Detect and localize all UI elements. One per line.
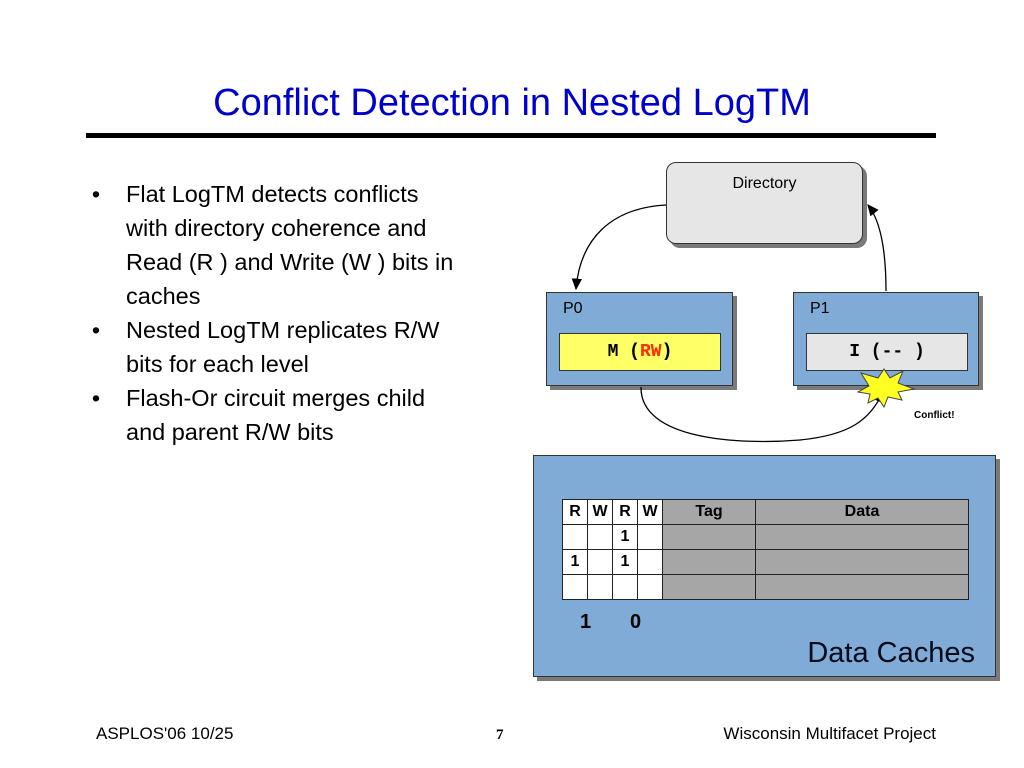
bullet-list: • Flat LogTM detects conflicts with direc… (86, 177, 466, 449)
header-r0: R (612, 499, 638, 525)
bullet-item: • Flash-Or circuit merges child and paren… (86, 381, 466, 449)
p1-label: P1 (810, 300, 830, 317)
cache-header-row: R W R W Tag Data (562, 499, 969, 525)
arrow-p0-to-p1 (640, 386, 884, 443)
table-row: 1 (562, 524, 969, 550)
cell (755, 524, 969, 550)
table-row: 1 1 (562, 549, 969, 575)
p0-state-bits: RW (639, 342, 662, 362)
bullet-text: Flat LogTM detects conflicts with direct… (126, 181, 454, 309)
directory-box: Directory (666, 162, 863, 244)
p0-state-suffix: ) (661, 342, 673, 362)
cell (662, 524, 756, 550)
slide-title: Conflict Detection in Nested LogTM (213, 82, 811, 124)
header-data: Data (755, 499, 969, 525)
bullet-icon: • (91, 385, 101, 411)
cell (637, 574, 663, 600)
processor-p0: P0 M (RW) (546, 292, 733, 386)
bullet-text: Flash-Or circuit merges child and parent… (126, 385, 426, 445)
cell: 1 (612, 524, 638, 550)
p1-cache-state: I (-- ) (806, 333, 968, 371)
bullet-icon: • (91, 181, 101, 207)
arrow-directory-to-p0 (571, 204, 667, 291)
conflict-label: Conflict! (914, 410, 955, 421)
bullet-item: • Flat LogTM detects conflicts with direc… (86, 177, 466, 313)
cell (755, 549, 969, 575)
cell (562, 574, 588, 600)
cache-table: R W R W Tag Data 1 1 1 (562, 499, 969, 600)
title-divider (86, 133, 936, 138)
header-r1: R (562, 499, 588, 525)
header-w1: W (587, 499, 613, 525)
cell (587, 549, 613, 575)
cell (562, 524, 588, 550)
header-tag: Tag (662, 499, 756, 525)
directory-label: Directory (732, 175, 797, 192)
cell (755, 574, 969, 600)
processor-p1: P1 I (-- ) (793, 292, 979, 386)
level-label-1: 1 (580, 611, 592, 633)
cell (662, 549, 756, 575)
cell: 1 (562, 549, 588, 575)
bullet-item: • Nested LogTM replicates R/W bits for ea… (86, 313, 466, 381)
arrow-p1-to-directory (867, 203, 887, 292)
cell (662, 574, 756, 600)
cell (587, 524, 613, 550)
cell (637, 524, 663, 550)
table-row (562, 574, 969, 600)
footer-right: Wisconsin Multifacet Project (723, 724, 936, 743)
data-caches-box: R W R W Tag Data 1 1 1 (533, 455, 996, 677)
level-label-0: 0 (630, 611, 642, 633)
p0-label: P0 (563, 300, 583, 317)
p0-cache-state: M (RW) (559, 333, 721, 371)
cell (637, 549, 663, 575)
header-w0: W (637, 499, 663, 525)
cell (612, 574, 638, 600)
data-caches-label: Data Caches (807, 637, 975, 669)
bullet-icon: • (91, 317, 101, 343)
footer-left: ASPLOS'06 10/25 (96, 724, 234, 743)
cell: 1 (612, 549, 638, 575)
cell (587, 574, 613, 600)
p0-state-prefix: M ( (607, 342, 640, 362)
page-number: 7 (496, 727, 504, 743)
bullet-text: Nested LogTM replicates R/W bits for eac… (126, 317, 440, 377)
